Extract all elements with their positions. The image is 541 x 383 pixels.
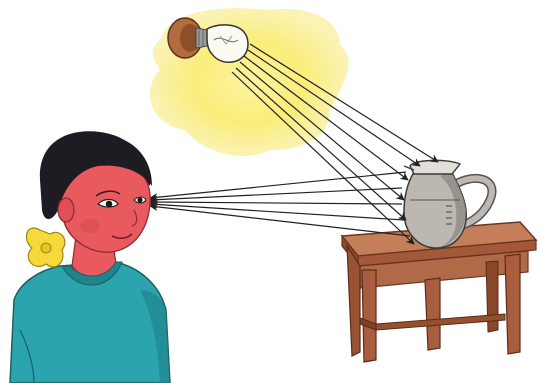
- ray-jug-to-eye-3: [150, 202, 402, 204]
- person-icon: [10, 131, 170, 383]
- ray-jug-to-eye-4: [150, 204, 404, 220]
- hair-ribbon: [26, 228, 64, 267]
- ray-jug-to-eye-5: [150, 206, 410, 236]
